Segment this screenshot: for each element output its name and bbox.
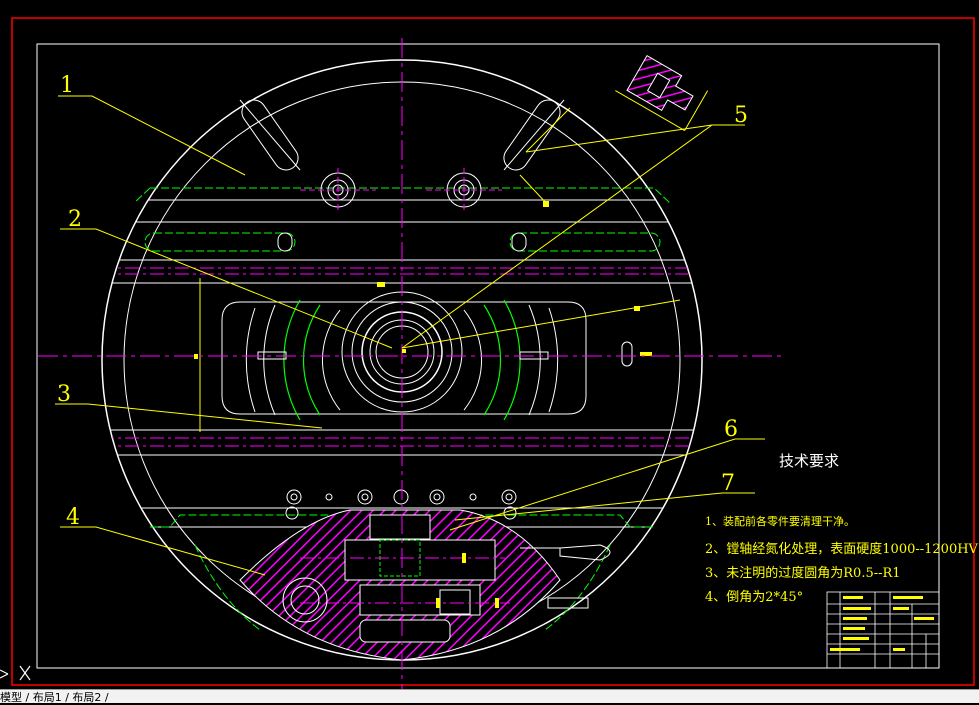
callout-7: 7 bbox=[721, 471, 735, 496]
tech-title: 技术要求 bbox=[779, 452, 839, 470]
inner-frame bbox=[36, 43, 940, 669]
callout-3: 3 bbox=[57, 382, 71, 407]
callout-4: 4 bbox=[66, 505, 80, 530]
title-block bbox=[826, 591, 940, 669]
layout-tabs-label[interactable]: 模型 / 布局1 / 布局2 / bbox=[0, 691, 109, 704]
outer-frame bbox=[11, 17, 975, 686]
tech-requirements: 技术要求 1、装配前各零件要清理干净。 2、镗轴经氮化处理，表面硬度1000--… bbox=[705, 452, 979, 605]
tech-note-2: 2、镗轴经氮化处理，表面硬度1000--1200HV bbox=[705, 541, 979, 557]
ucs-icon bbox=[0, 665, 31, 681]
callout-1: 1 bbox=[60, 73, 74, 98]
tech-note-1: 1、装配前各零件要清理干净。 bbox=[705, 514, 855, 528]
tech-note-4: 4、倒角为2*45° bbox=[705, 590, 803, 605]
leader-lines bbox=[55, 95, 765, 576]
detail-view bbox=[615, 54, 709, 131]
command-tab-bar[interactable]: 模型 / 布局1 / 布局2 / bbox=[0, 689, 979, 704]
leader-markers bbox=[194, 201, 640, 359]
callout-6: 6 bbox=[724, 417, 738, 442]
tech-note-3: 3、未注明的过度圆角为R0.5--R1 bbox=[705, 565, 901, 581]
centerlines bbox=[38, 38, 785, 690]
callout-numbers: 1 2 3 4 5 6 7 bbox=[57, 73, 748, 530]
callout-2: 2 bbox=[68, 207, 82, 232]
callout-5: 5 bbox=[734, 103, 748, 128]
title-block-fills bbox=[830, 596, 934, 651]
